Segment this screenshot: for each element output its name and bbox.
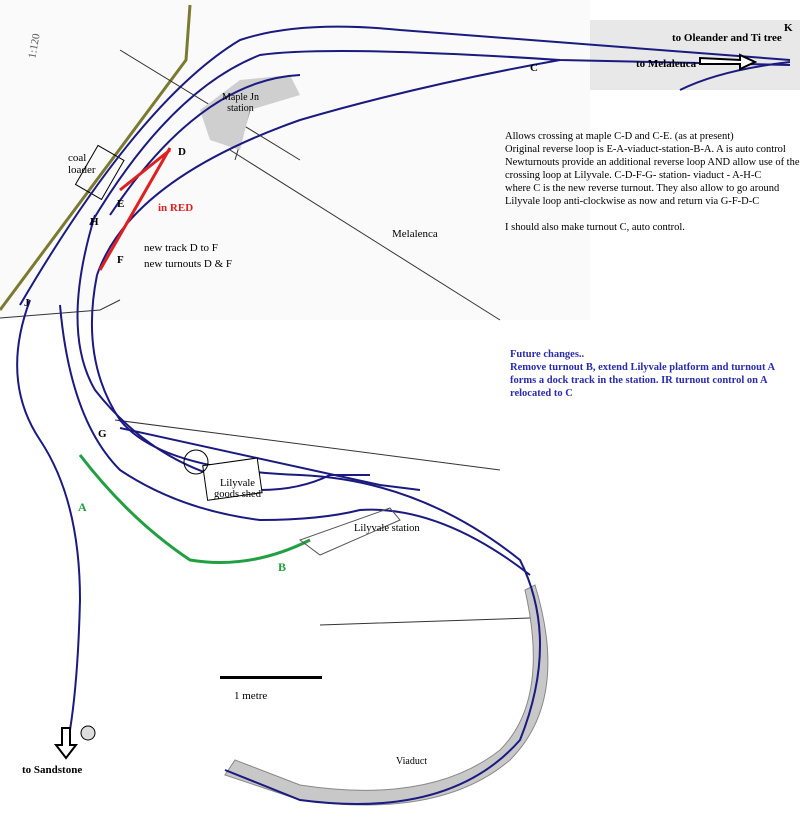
label-in-red: in RED [158, 202, 194, 214]
note-line: where C is the new reverse turnout. They… [505, 183, 780, 194]
label-lilyvale-station: Lilyvale station [354, 523, 420, 534]
arrow-to-sandstone-icon [53, 727, 79, 760]
paper-sheet [0, 0, 590, 320]
future-line: relocated to C [510, 388, 573, 399]
goods-shed [202, 457, 263, 501]
paper-strip [590, 20, 800, 90]
future-line: Future changes.. [510, 349, 585, 360]
tracks [16, 25, 791, 805]
future-line: Remove turnout B, extend Lilyvale platfo… [510, 362, 776, 373]
note-line: crossing loop at Lilyvale. C-D-F-G- stat… [505, 170, 762, 181]
future-line: forms a dock track in the station. IR tu… [510, 375, 768, 386]
label-d: D [178, 146, 186, 158]
label-to-oleander: to Oleander and Ti tree [672, 32, 782, 44]
boundary-line [0, 4, 192, 311]
future-changes-block: Future changes.. Remove turnout B, exten… [510, 348, 775, 400]
label-one-metre: 1 metre [234, 690, 268, 702]
label-f: F [117, 254, 124, 266]
note-line [505, 208, 800, 221]
label-to-sandstone: to Sandstone [22, 764, 83, 776]
label-goods-shed: Lilyvale goods shed [214, 478, 261, 500]
label-e: E [117, 198, 125, 210]
label-h: H [90, 216, 99, 228]
label-new-turnouts: new turnouts D & F [144, 258, 232, 270]
label-j: J [24, 297, 30, 309]
label-k: K [784, 22, 793, 34]
label-g: G [98, 428, 107, 440]
notes-block: Allows crossing at maple C-D and C-E. (a… [505, 130, 800, 234]
turntable [183, 449, 209, 475]
scale-bar [220, 676, 322, 679]
label-to-melaleuca: to Melaleuca [636, 58, 697, 70]
signal-icon [80, 725, 96, 741]
label-viaduct: Viaduct [396, 756, 428, 767]
note-line: Newturnouts provide an additional revers… [505, 157, 800, 168]
note-line: Original reverse loop is E-A-viaduct-sta… [505, 144, 786, 155]
lilyvale-station-platform [298, 507, 401, 556]
note-line: Lilyvale loop anti-clockwise as now and … [505, 196, 760, 207]
maple-station-platform [200, 75, 300, 150]
viaduct [224, 584, 549, 806]
label-new-track: new track D to F [144, 242, 218, 254]
note-line: I should also make turnout C, auto contr… [505, 222, 685, 233]
note-line: Allows crossing at maple C-D and C-E. (a… [505, 131, 734, 142]
label-coal-loader: coal loader [68, 152, 96, 176]
label-melaleuca: Melalenca [392, 228, 438, 240]
label-c: C [530, 62, 538, 74]
new-track-d-to-f [98, 147, 172, 271]
label-b: B [278, 560, 287, 574]
coal-loader-box [74, 144, 125, 201]
label-a: A [78, 500, 87, 514]
label-maple-jn: Maple Jn station [222, 92, 259, 114]
arrow-to-melaleuca-icon [699, 53, 758, 71]
green-track-a-b [78, 454, 311, 564]
